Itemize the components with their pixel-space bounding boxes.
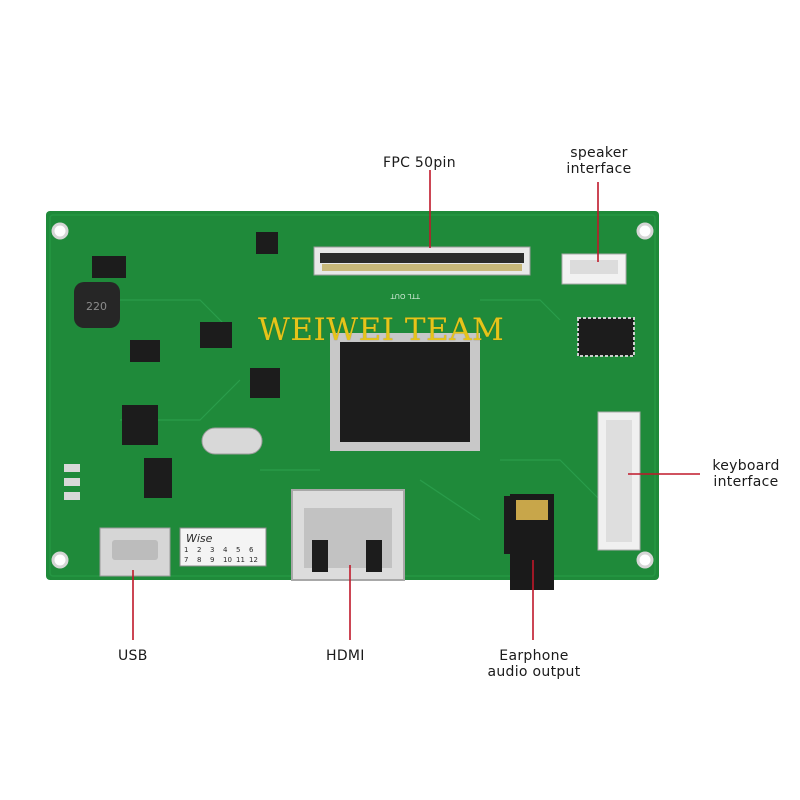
- grid-number: 7: [184, 556, 188, 564]
- usb-port: [99, 527, 171, 577]
- right-ic: [577, 317, 635, 357]
- grid-number: 12: [249, 556, 258, 564]
- grid-number: 6: [249, 546, 254, 554]
- fpc-connector: [313, 246, 531, 276]
- grid-number: 2: [197, 546, 201, 554]
- mounting-holes: [51, 222, 654, 569]
- inductor: 220: [74, 282, 120, 328]
- grid-number: 3: [210, 546, 214, 554]
- crystal-oscillator: [201, 427, 263, 455]
- main-processor-chip: [330, 333, 480, 451]
- grid-number: 9: [210, 556, 214, 564]
- hdmi-port: [291, 489, 405, 581]
- svg-text:Wise: Wise: [186, 532, 213, 545]
- grid-number: 11: [236, 556, 245, 564]
- svg-text:220: 220: [86, 300, 107, 313]
- grid-number: 4: [223, 546, 228, 554]
- grid-number: 1: [184, 546, 188, 554]
- pointer-lines: [132, 170, 700, 640]
- speaker-label: speaker interface: [566, 145, 632, 177]
- grid-number: 5: [236, 546, 240, 554]
- ttl-out-text: TTL OUT: [390, 292, 421, 300]
- watermark-text: WEIWEI TEAM: [258, 312, 505, 348]
- grid-number: 10: [223, 556, 232, 564]
- speaker-connector: [561, 253, 627, 285]
- audio-jack: [510, 494, 554, 590]
- keyboard-label: keyboard interface: [712, 458, 780, 490]
- keyboard-connector: [597, 411, 641, 551]
- hdmi-label: HDMI: [326, 648, 365, 664]
- grid-number: 8: [197, 556, 201, 564]
- usb-label: USB: [118, 648, 148, 664]
- earphone-label: Earphone audio output: [487, 648, 581, 680]
- resistor-column: [64, 464, 80, 500]
- fpc-label: FPC 50pin: [383, 155, 456, 171]
